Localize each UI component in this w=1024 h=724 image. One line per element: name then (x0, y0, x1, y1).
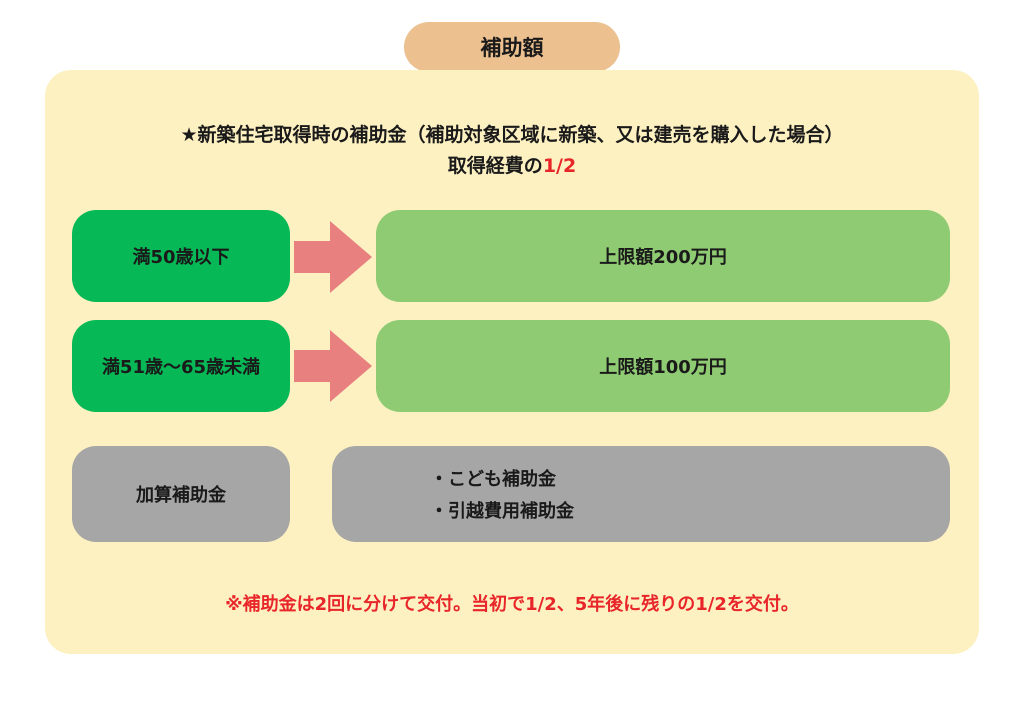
list-item: ・こども補助金 (430, 469, 556, 490)
limit-box-200: 上限額200万円 (376, 210, 950, 302)
title-tab: 補助額 (404, 22, 620, 72)
extra-subsidy-box: 加算補助金 (72, 446, 290, 542)
age-box-under-50: 満50歳以下 (72, 210, 290, 302)
arrow-right-icon (294, 221, 372, 293)
footnote: ※補助金は2回に分けて交付。当初で1/2、5年後に残りの1/2を交付。 (225, 594, 799, 615)
age-label: 満51歳〜65歳未満 (101, 357, 261, 378)
heading-line-2: 取得経費の1/2 (45, 151, 979, 178)
limit-box-100: 上限額100万円 (376, 320, 950, 412)
extra-label: 加算補助金 (136, 485, 226, 506)
title-tab-label: 補助額 (480, 36, 544, 60)
list-item: ・引越費用補助金 (430, 501, 574, 522)
arrow-right-icon (294, 330, 372, 402)
extra-items-box (332, 446, 950, 542)
extra-items-list: ・こども補助金 ・引越費用補助金 (430, 464, 574, 528)
limit-label: 上限額200万円 (599, 247, 727, 268)
heading-prefix: 取得経費の (447, 155, 543, 177)
age-label: 満50歳以下 (132, 247, 230, 268)
heading-line-1: ★新築住宅取得時の補助金（補助対象区域に新築、又は建売を購入した場合） (180, 124, 844, 146)
heading-ratio: 1/2 (542, 155, 577, 177)
limit-label: 上限額100万円 (599, 357, 727, 378)
age-box-51-65: 満51歳〜65歳未満 (72, 320, 290, 412)
